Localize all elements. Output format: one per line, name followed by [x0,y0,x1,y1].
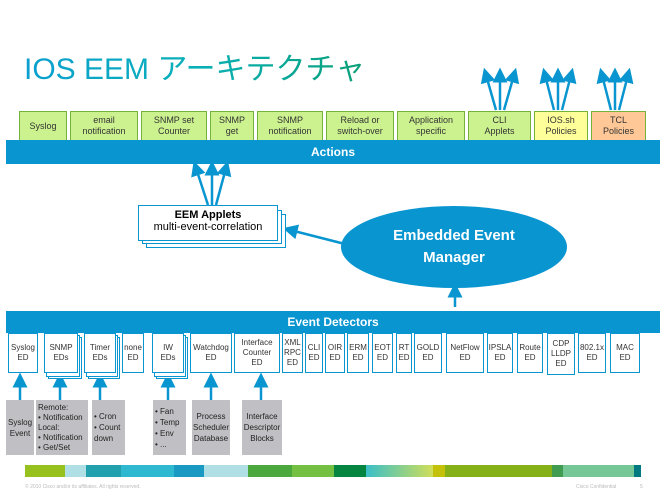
source-to-detector-arrows [12,372,269,400]
manager-to-applets-arrow [282,224,346,246]
action-syslog: Syslog [19,111,67,141]
copyright: © 2010 Cisco and/or its affiliates. All … [25,484,141,490]
strip-segment [552,465,563,477]
ed-8021x: 802.1x ED [578,333,606,373]
ed-syslog: Syslog ED [8,333,38,373]
strip-segment [433,465,445,477]
strip-segment [634,465,641,477]
strip-segment [65,465,86,477]
applets-subtitle: multi-event-correlation [153,221,263,233]
actions-bar: Actions [6,140,660,164]
event-detectors-bar: Event Detectors [6,311,660,333]
page-number: 5 [640,484,643,490]
ed-snmp: SNMP EDs [44,333,78,373]
action-tcl-policies: TCL Policies [591,111,646,141]
source-environment: • Fan • Temp • Env • ... [153,400,186,455]
ed-oir: OIR ED [325,333,345,373]
action-snmp-notification: SNMP notification [257,111,323,141]
applets-to-actions-arrows [191,160,232,206]
ed-cli: CLI ED [305,333,323,373]
strip-segment [366,465,433,477]
output-arrows-tcl [596,67,634,111]
action-iossh-policies: IOS.sh Policies [534,111,588,141]
ed-iw: IW EDs [152,333,184,373]
action-reload-switchover: Reload or switch-over [326,111,394,141]
ed-rt: RT ED [396,333,412,373]
ed-erm: ERM ED [347,333,369,373]
action-cli-applets: CLI Applets [468,111,531,141]
ed-xml-rpc: XML RPC ED [282,333,303,373]
output-arrows-iossh [539,67,577,111]
ed-none: none ED [122,333,144,373]
action-snmp-get: SNMP get [210,111,254,141]
eem-applets-box: EEM Applets multi-event-correlation [138,205,278,241]
page-title: IOS EEM アーキテクチャ [24,53,366,86]
ed-ipsla: IPSLA ED [487,333,513,373]
strip-segment [292,465,334,477]
source-timer: • Cron • Count down [92,400,125,455]
ed-netflow: NetFlow ED [446,333,484,373]
source-snmp: Remote: • Notification Local: • Notifica… [36,400,88,455]
strip-segment [563,465,634,477]
strip-segment [121,465,174,477]
ed-route: Route ED [517,333,543,373]
strip-segment [174,465,204,477]
action-email-notification: email notification [70,111,138,141]
ed-watchdog: Watchdog ED [190,333,232,373]
strip-segment [204,465,248,477]
strip-segment [86,465,121,477]
ed-eot: EOT ED [372,333,393,373]
ed-gold: GOLD ED [414,333,442,373]
action-snmp-set-counter: SNMP set Counter [141,111,207,141]
output-arrows-cli [480,67,520,111]
confidential-label: Cisco Confidential [576,484,617,490]
ed-cdp-lldp: CDP LLDP ED [547,333,575,375]
source-syslog-event: Syslog Event [6,400,34,455]
action-application-specific: Application specific [397,111,465,141]
strip-segment [248,465,292,477]
source-interface-descriptor: Interface Descriptor Blocks [242,400,282,455]
embedded-event-manager: Embedded Event Manager [341,206,567,288]
applets-title: EEM Applets [174,209,242,221]
source-process-scheduler: Process Scheduler Database [192,400,230,455]
strip-segment [445,465,552,477]
ed-interface-counter: Interface Counter ED [234,333,280,373]
ed-timer: Timer EDs [84,333,116,373]
strip-segment [25,465,65,477]
strip-segment [334,465,366,477]
ed-mac: MAC ED [610,333,640,373]
